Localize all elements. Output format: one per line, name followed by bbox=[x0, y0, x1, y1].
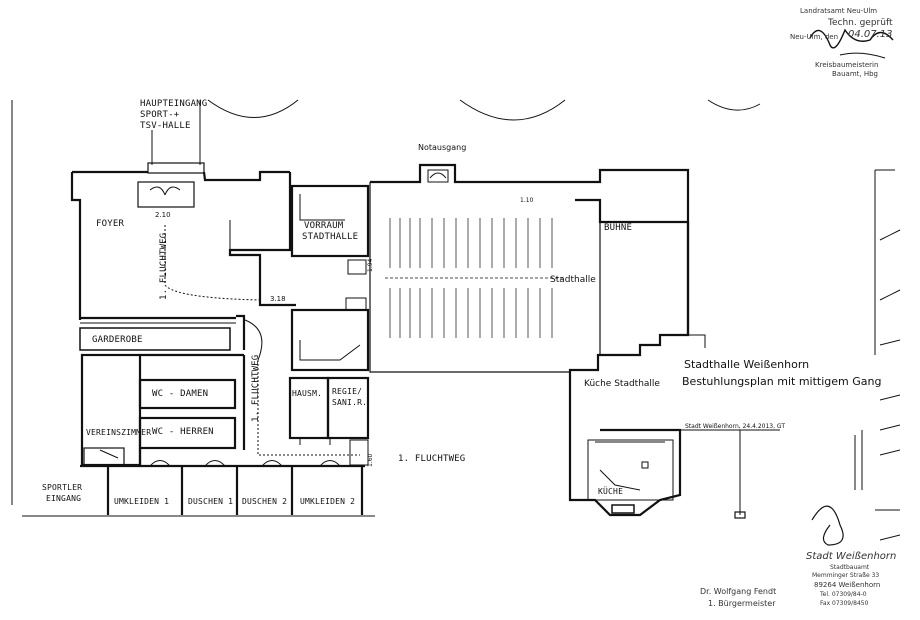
stamp-role: Kreisbaumeisterin bbox=[815, 61, 879, 69]
label-kueche-stadthalle: Küche Stadthalle bbox=[584, 379, 660, 389]
label-door-width: 3.18 bbox=[270, 295, 286, 303]
plan-subtitle: Bestuhlungsplan mit mittigem Gang bbox=[682, 375, 882, 388]
label-regie: SANI.R. bbox=[332, 398, 368, 407]
label-haupteingang: SPORT-+ bbox=[140, 110, 180, 120]
label-stadthalle: Stadthalle bbox=[550, 275, 596, 285]
label-duschen-2: DUSCHEN 2 bbox=[242, 497, 288, 506]
plan-note: Stadt Weißenhorn, 24.4.2013, GT bbox=[685, 423, 786, 430]
label-dim: 1.10 bbox=[520, 197, 534, 204]
signature-name: Dr. Wolfgang Fendt bbox=[700, 587, 777, 596]
stamp-status: Techn. geprüft bbox=[828, 18, 893, 28]
label-vereinszimmer: VEREINSZIMMER bbox=[86, 428, 152, 437]
label-umkleiden-1: UMKLEIDEN 1 bbox=[114, 497, 170, 506]
stamp-dept: Bauamt, Hbg bbox=[832, 70, 878, 78]
label-haupteingang: TSV-HALLE bbox=[140, 121, 191, 131]
stamp-date: 04.07.13 bbox=[848, 29, 893, 40]
label-dim: 1.94 bbox=[367, 258, 374, 272]
label-hausm: HAUSM. bbox=[292, 389, 323, 398]
label-vorraum: STADTHALLE bbox=[302, 232, 359, 242]
label-foyer: FOYER bbox=[96, 219, 125, 229]
stamp-date-label: Neu-Ulm, den bbox=[790, 33, 839, 41]
label-fluchtweg: 1. FLUCHTWEG bbox=[398, 454, 466, 464]
label-dim: 1.60 bbox=[367, 453, 374, 467]
label-wc-damen: WC - DAMEN bbox=[152, 389, 209, 399]
stamp-city: Stadt Weißenhorn bbox=[806, 551, 897, 562]
stamp-fax: Fax 07309/8450 bbox=[820, 600, 869, 607]
label-buehne: BÜHNE bbox=[604, 223, 633, 233]
label-fluchtweg: 1. FLUCHTWEG bbox=[159, 232, 169, 300]
label-duschen-1: DUSCHEN 1 bbox=[188, 497, 234, 506]
stamp-tel: Tel. 07309/84-0 bbox=[820, 591, 867, 598]
label-wc-herren: WC - HERREN bbox=[152, 427, 214, 437]
label-fluchtweg: 1. FLUCHTWEG bbox=[251, 354, 261, 422]
label-sportler: SPORTLER bbox=[42, 483, 83, 492]
plan-title: Stadthalle Weißenhorn bbox=[684, 358, 810, 371]
stamp-street: Memminger Straße 33 bbox=[812, 572, 880, 579]
label-door-width: 2.10 bbox=[155, 211, 171, 219]
label-sportler: EINGANG bbox=[46, 494, 82, 503]
signature-role: 1. Bürgermeister bbox=[708, 599, 776, 608]
label-kueche: KÜCHE bbox=[598, 487, 624, 496]
tree-arc bbox=[459, 99, 566, 121]
label-vorraum: VORRAUM bbox=[304, 221, 344, 231]
label-umkleiden-2: UMKLEIDEN 2 bbox=[300, 497, 356, 506]
stamp-office: Landratsamt Neu-Ulm bbox=[800, 7, 878, 15]
tree-arc bbox=[207, 99, 299, 118]
tree-arc bbox=[707, 99, 761, 111]
stamp-dept: Stadtbauamt bbox=[830, 564, 870, 571]
label-garderobe: GARDEROBE bbox=[92, 335, 143, 345]
label-regie: REGIE/ bbox=[332, 387, 363, 396]
label-notausgang: Notausgang bbox=[418, 143, 467, 152]
label-haupteingang: HAUPTEINGANG bbox=[140, 99, 208, 109]
stamp-postcode: 89264 Weißenhorn bbox=[814, 581, 881, 589]
